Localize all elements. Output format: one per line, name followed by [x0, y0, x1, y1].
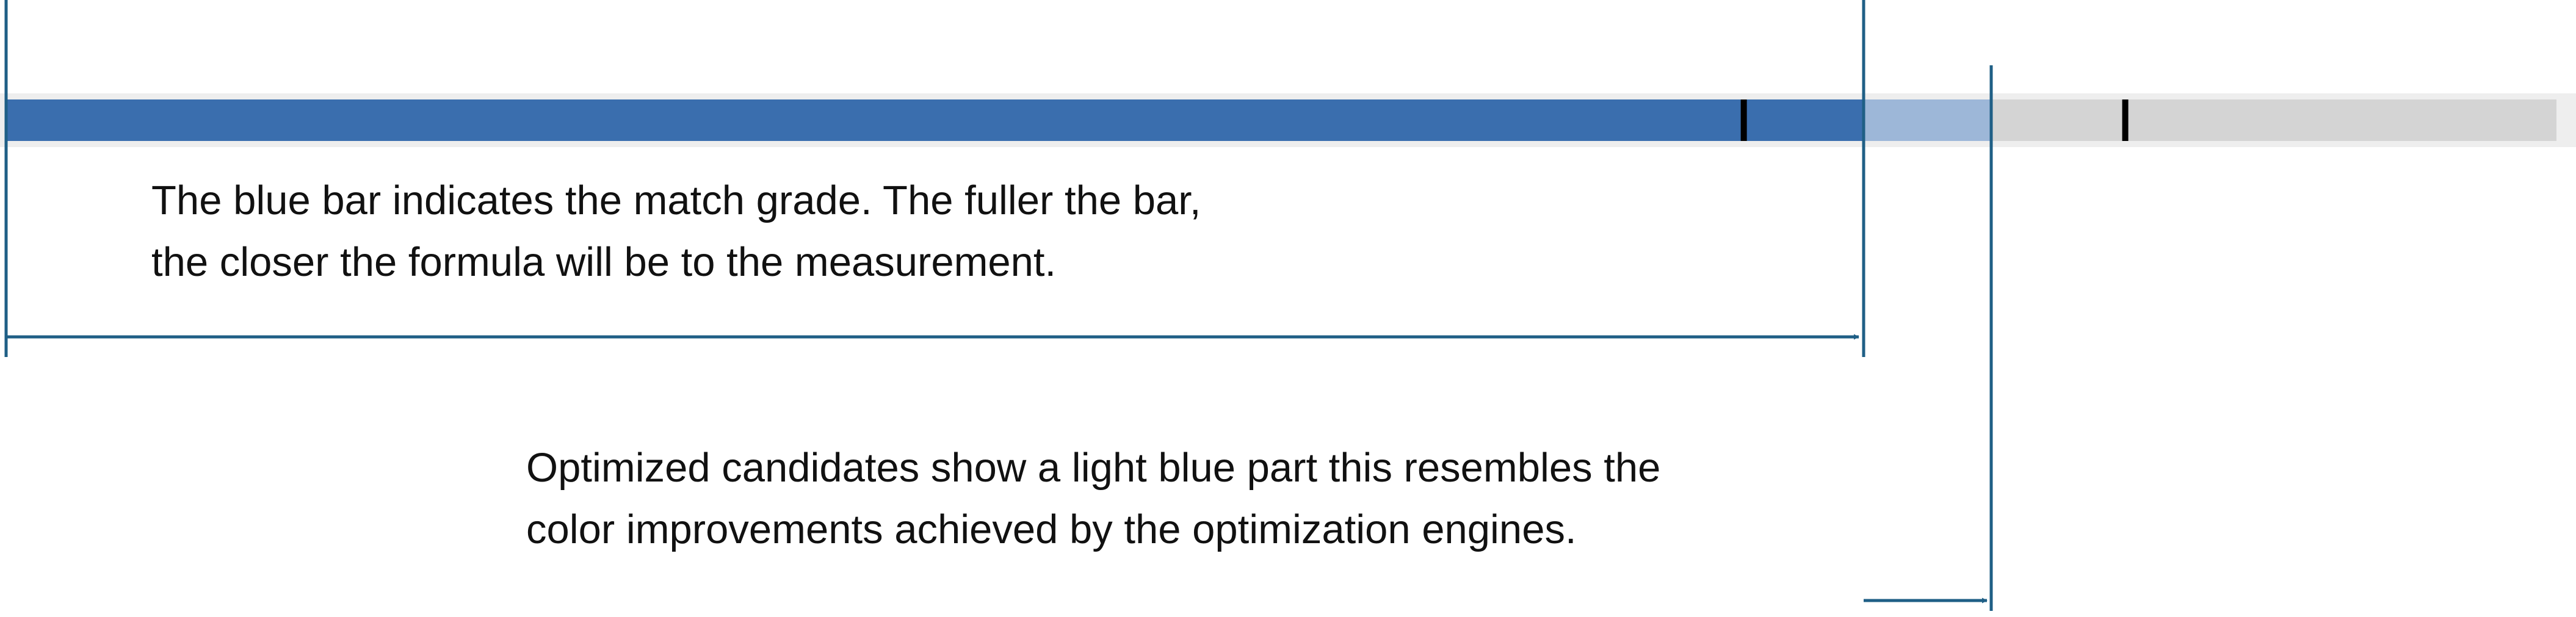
match-caption-line-1: The blue bar indicates the match grade. …: [151, 178, 1201, 223]
tick-marker-1: [1740, 99, 1747, 141]
tick-markers: [1740, 99, 2129, 141]
optimized-caption-line-1: Optimized candidates show a light blue p…: [526, 445, 1661, 491]
optimized-caption-line-2: color improvements achieved by the optim…: [526, 507, 1577, 552]
match-grade-caption: The blue bar indicates the match grade. …: [151, 170, 1201, 293]
match-grade-fill: [5, 99, 1863, 141]
optimized-caption: Optimized candidates show a light blue p…: [526, 437, 1660, 560]
match-caption-line-2: the closer the formula will be to the me…: [151, 239, 1057, 285]
tick-marker-2: [2122, 99, 2129, 141]
